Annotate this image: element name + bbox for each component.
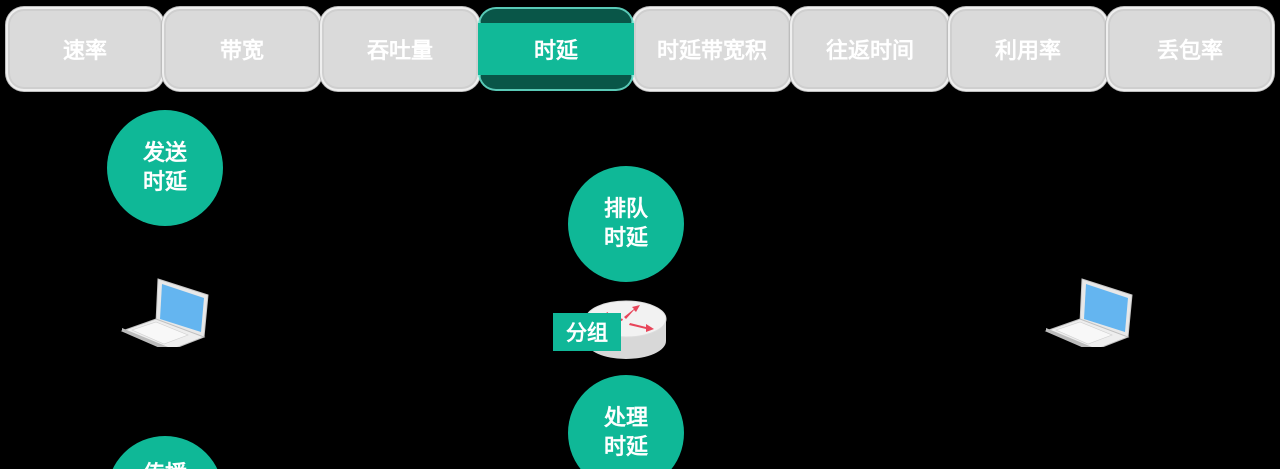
transmission-delay-circle: 发送 时延 <box>107 110 223 226</box>
tab-label: 往返时间 <box>825 39 914 64</box>
receiver-laptop-icon <box>1044 275 1134 352</box>
circle-label-line2: 时延 <box>603 226 648 251</box>
packet-label: 分组 <box>553 313 621 351</box>
circle-label-line1: 传播 <box>143 460 187 469</box>
tab-rate[interactable]: 速率 <box>6 7 164 91</box>
tab-bar: 速率 带宽 吞吐量 时延 时延带宽积 往返时间 利用率 丢包率 <box>6 7 1274 91</box>
circle-label-line2: 时延 <box>603 435 648 460</box>
processing-delay-circle: 处理 时延 <box>568 375 684 469</box>
tab-utilization[interactable]: 利用率 <box>948 7 1108 91</box>
tab-label: 丢包率 <box>1156 39 1223 64</box>
tab-delay[interactable]: 时延 <box>478 7 634 91</box>
tab-throughput[interactable]: 吞吐量 <box>320 7 480 91</box>
tab-label: 时延带宽积 <box>656 39 767 64</box>
sender-laptop-icon <box>120 275 210 352</box>
active-tab-highlight <box>478 23 634 75</box>
tab-label: 带宽 <box>219 39 264 64</box>
tab-label: 速率 <box>62 39 107 64</box>
queuing-delay-circle: 排队 时延 <box>568 166 684 282</box>
circle-label-line1: 处理 <box>603 406 648 431</box>
propagation-delay-circle: 传播 时延 <box>107 436 223 469</box>
circle-label-line1: 排队 <box>603 197 648 222</box>
tab-label: 时延 <box>533 39 578 64</box>
tab-label: 利用率 <box>994 39 1061 64</box>
circle-label-line2: 时延 <box>142 170 187 195</box>
tab-delay-bandwidth-product[interactable]: 时延带宽积 <box>632 7 792 91</box>
tab-label: 吞吐量 <box>366 39 433 64</box>
tab-bandwidth[interactable]: 带宽 <box>162 7 322 91</box>
circle-label-line1: 发送 <box>142 141 187 166</box>
tab-round-trip-time[interactable]: 往返时间 <box>790 7 950 91</box>
packet-text: 分组 <box>566 321 608 345</box>
tab-packet-loss[interactable]: 丢包率 <box>1106 7 1274 91</box>
